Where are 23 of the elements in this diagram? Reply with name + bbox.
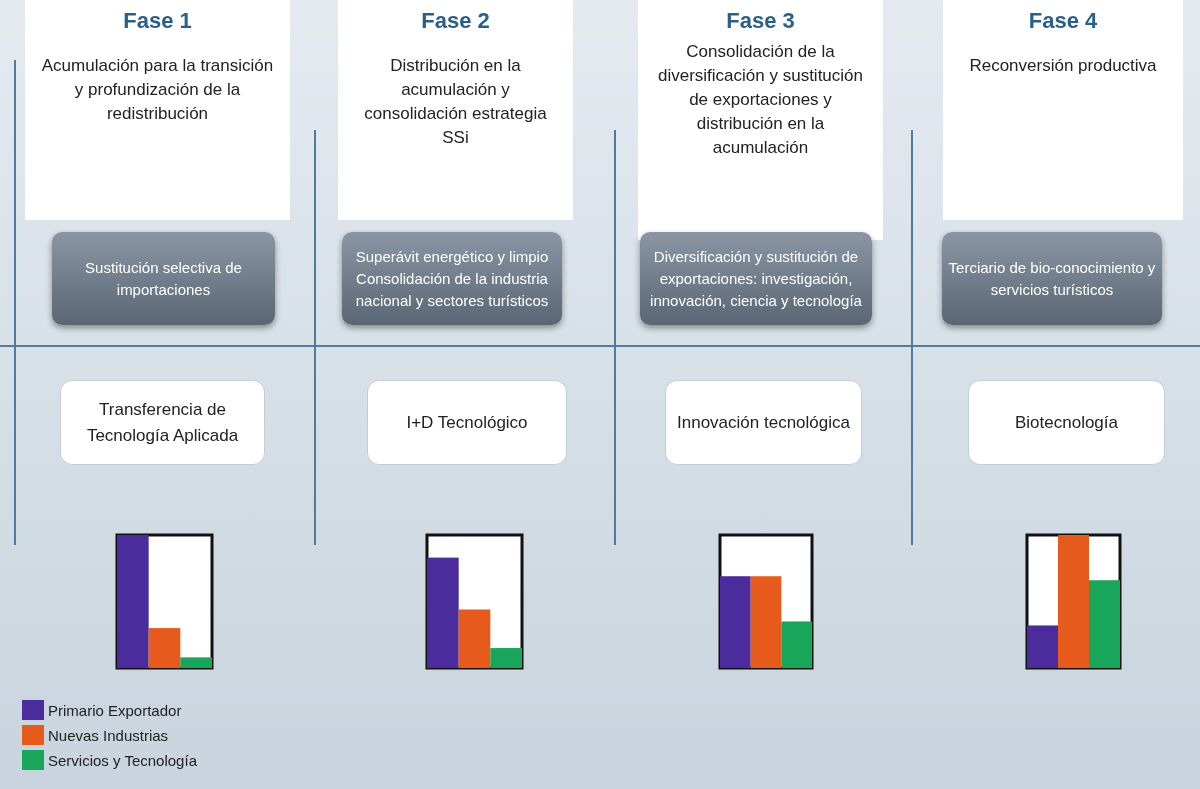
technology-box: Biotecnología [968,380,1165,465]
sector-box: Diversificación y sustitución de exportaciones: investigación, innovación, ciencia y tecnología [640,232,872,325]
phase-card [25,0,290,220]
sector-box: Superávit energético y limpio Consolidación de la industria nacional y sectores turísticos [342,232,562,325]
phase-heading: Fase 1 [122,8,193,34]
technology-box: Transferencia de Tecnología Aplicada [60,380,265,465]
phase-description: Acumulación para la transición y profundización de la redistribución [40,55,275,125]
technology-box: I+D Tecnológico [367,380,567,465]
legend-label: Primario Exportador [48,701,182,719]
phase-heading: Fase 3 [725,8,796,34]
phase-description: Reconversión productiva [968,55,1158,77]
phase-description: Consolidación de la diversificación y sustitución de exportaciones y distribución en la acumulación [657,41,864,159]
legend-label: Nuevas Industrias [48,726,169,744]
legend-label: Servicios y Tecnología [48,751,197,769]
phase-card [638,0,883,240]
technology-box: Innovación tecnológica [665,380,862,465]
phase-heading: Fase 4 [1027,8,1099,34]
sector-box: Sustitución selectiva de importaciones [52,232,275,325]
phase-description: Distribución en la acumulación y consolidación estrategia SSi [363,55,548,149]
phase-heading: Fase 2 [420,8,491,34]
sector-box: Terciario de bio-conocimiento y servicios turísticos [942,232,1162,325]
phase-card [338,0,573,220]
phase-card [943,0,1183,220]
